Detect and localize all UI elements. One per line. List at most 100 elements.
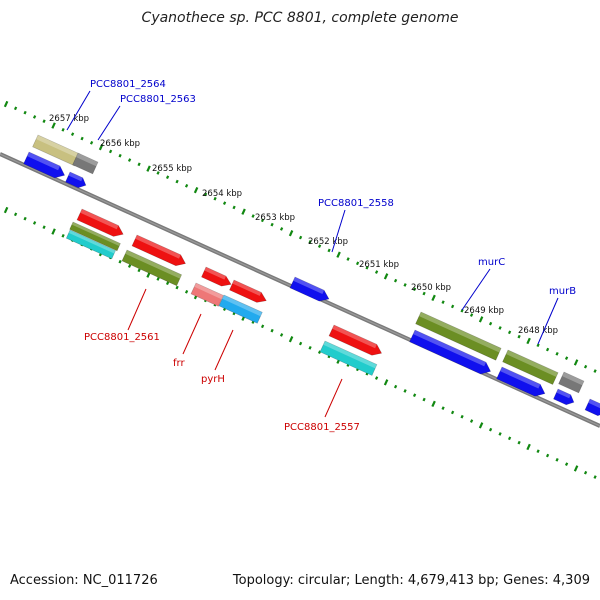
feature-gray-right[interactable] <box>558 371 585 394</box>
feature-2561-olive[interactable] <box>69 221 121 252</box>
lower-track-dot <box>156 277 160 281</box>
gene-label-upper[interactable]: PCC8801_2563 <box>120 94 196 105</box>
lower-track-dot <box>507 436 512 441</box>
feature-murB-cds-highlight <box>500 367 541 389</box>
lower-track-dot <box>469 419 474 423</box>
feature-frr-red-highlight <box>204 267 226 280</box>
feature-murB-gene[interactable] <box>502 349 559 385</box>
feature-murC-gene[interactable] <box>415 311 502 361</box>
feature-2564-cds[interactable] <box>23 151 66 179</box>
upper-track-dot <box>13 106 18 111</box>
accession-text: Accession: NC_011726 <box>10 573 158 588</box>
feature-2561-cyan[interactable] <box>65 229 116 260</box>
upper-track-dot <box>355 261 360 266</box>
upper-track-dot <box>146 165 151 172</box>
gene-label-leader <box>214 329 234 371</box>
upper-track-dot <box>61 128 65 132</box>
feature-blue-right-small[interactable] <box>553 388 575 406</box>
lower-track-dot <box>403 389 407 393</box>
upper-dotted-track <box>3 100 597 373</box>
feature-murB-cds[interactable] <box>496 366 546 397</box>
upper-track-dot <box>365 265 369 270</box>
gene-label-leader <box>182 313 202 355</box>
lower-track-dot <box>61 234 65 238</box>
upper-track-dot <box>583 364 588 369</box>
gene-label-lower[interactable]: PCC8801_2557 <box>284 422 360 433</box>
feature-olive-mid[interactable] <box>121 249 182 287</box>
upper-track-dot <box>80 136 84 141</box>
upper-track-dot <box>42 119 46 124</box>
gene-label-upper[interactable]: PCC8801_2564 <box>90 79 166 90</box>
feature-blue-right-edge[interactable] <box>584 398 600 417</box>
gene-label-lower[interactable]: PCC8801_2561 <box>84 332 160 343</box>
feature-2564-khaki[interactable] <box>32 134 81 167</box>
upper-track-dot <box>383 273 389 280</box>
feature-2557-cyan[interactable] <box>319 340 378 376</box>
feature-2557-cyan-highlight <box>323 341 377 369</box>
upper-track-dot <box>213 196 217 201</box>
tick-label: 2649 kbp <box>464 306 504 316</box>
lower-track-dot <box>393 384 398 389</box>
upper-track-dot <box>327 248 331 253</box>
feature-pyrH-skyblue-highlight <box>222 295 263 317</box>
feature-blue-right-small-highlight <box>556 389 571 399</box>
gene-label-lower[interactable]: frr <box>173 358 185 369</box>
lower-track-dot <box>526 443 531 451</box>
upper-track-dot <box>317 244 322 248</box>
feature-2557-red[interactable] <box>328 324 383 356</box>
lower-track-dot <box>460 414 464 419</box>
tick-label: 2653 kbp <box>255 213 295 223</box>
upper-track-dot <box>593 369 597 373</box>
lower-track-dot <box>422 397 426 402</box>
feature-2564-khaki-highlight <box>36 135 80 159</box>
upper-track-dot <box>270 222 274 227</box>
upper-track-dot <box>23 110 27 115</box>
upper-track-dot <box>175 179 179 184</box>
lower-track-dot <box>279 333 284 337</box>
lower-track-dot <box>127 264 132 268</box>
upper-track-dot <box>3 100 9 108</box>
upper-track-dot <box>193 186 199 194</box>
feature-2561-red-top[interactable] <box>76 208 124 237</box>
upper-track-dot <box>488 321 493 326</box>
upper-track-dot <box>288 230 294 237</box>
lower-track-dot <box>3 206 9 214</box>
tick-label: 2656 kbp <box>100 139 140 149</box>
feature-red-mid[interactable] <box>131 234 186 267</box>
feature-pyrH-skyblue[interactable] <box>218 294 263 324</box>
lower-track-dot <box>412 393 417 398</box>
lower-track-dot <box>517 440 521 445</box>
lower-track-dot <box>536 449 540 454</box>
gene-label-upper[interactable]: PCC8801_2558 <box>318 198 394 209</box>
feature-frr-salmon[interactable] <box>190 282 224 307</box>
feature-2561-red-top-highlight <box>80 209 119 230</box>
gene-label-upper[interactable]: murB <box>549 286 576 297</box>
feature-2563-cds[interactable] <box>65 171 87 189</box>
feature-layer <box>23 134 600 417</box>
lower-track-dot <box>137 268 141 273</box>
tick-label: 2655 kbp <box>152 164 192 174</box>
gene-label-leader <box>97 105 121 141</box>
upper-track-dot <box>507 330 512 335</box>
genome-summary-text: Topology: circular; Length: 4,679,413 bp… <box>232 573 590 588</box>
gene-label-lower[interactable]: pyrH <box>201 374 225 385</box>
upper-track-dot <box>422 291 426 296</box>
gene-label-leader <box>127 288 147 331</box>
gene-label-upper[interactable]: murC <box>478 257 505 268</box>
upper-track-dot <box>251 214 255 218</box>
upper-track-dot <box>498 326 502 330</box>
upper-track-dot <box>374 270 379 274</box>
upper-track-dot <box>431 294 436 302</box>
feature-murC-cds[interactable] <box>409 329 492 375</box>
upper-track-dot <box>450 304 455 309</box>
feature-pyrH-red[interactable] <box>229 279 267 303</box>
upper-track-dot <box>526 337 531 345</box>
gene-label-leader <box>66 90 91 131</box>
tick-label: 2651 kbp <box>359 260 399 270</box>
feature-2558-cds[interactable] <box>289 276 330 302</box>
feature-frr-red[interactable] <box>201 266 232 287</box>
upper-track-dot <box>573 359 579 366</box>
upper-track-dot <box>98 143 104 151</box>
tick-label: 2650 kbp <box>411 283 451 293</box>
feature-2563-gray[interactable] <box>72 152 99 175</box>
